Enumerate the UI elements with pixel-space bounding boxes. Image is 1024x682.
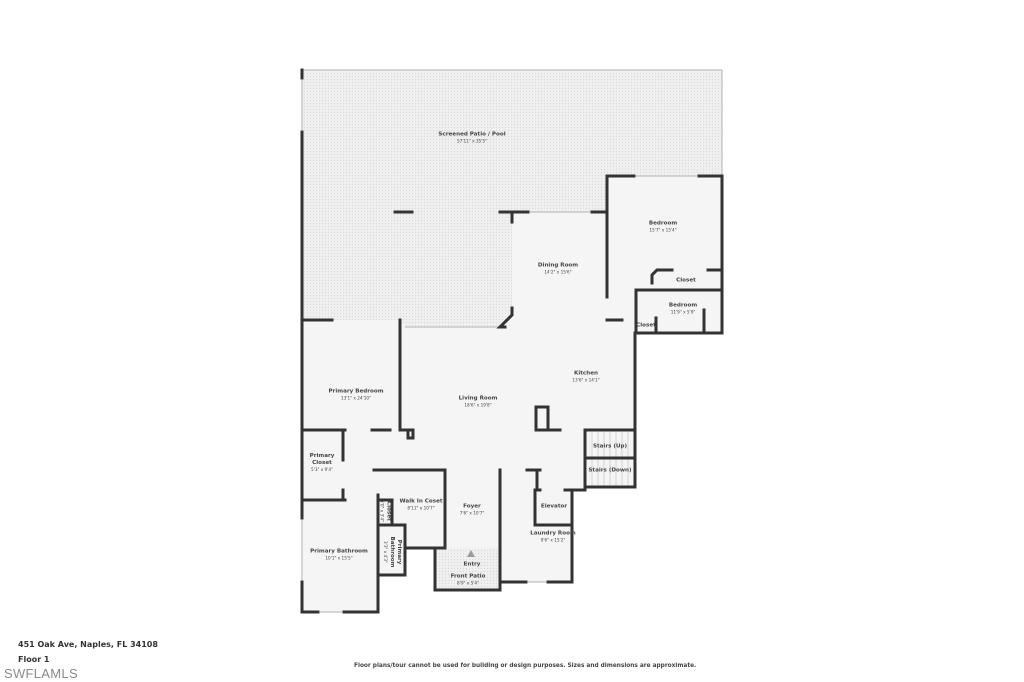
room-dims: 10'1" x 15'5" [325, 555, 353, 561]
room-name: Screened Patio / Pool [438, 131, 506, 138]
room-dims: 5'0" x 3'4" [379, 500, 385, 522]
room-dims: 11'9" x 5'9" [670, 309, 696, 315]
room-name: Closet [636, 322, 656, 329]
room-name: Stairs (Up) [592, 443, 628, 450]
room-name: Foyer [463, 503, 481, 510]
room-name: Laundry Room [530, 530, 576, 537]
screens-windows [301, 69, 723, 613]
room-name: Walk In Coset [399, 498, 443, 505]
room-dims: 8'9" x 5'4" [457, 580, 479, 586]
room-name: Primary Bedroom [328, 388, 384, 395]
room-name: Closet [385, 501, 392, 521]
address: 451 Oak Ave, Naples, FL 34108 [18, 640, 158, 649]
room-dims: 13'6" x 14'1" [572, 377, 600, 383]
entry-label: Entry [464, 562, 481, 569]
room-name: Living Room [458, 395, 498, 402]
room-stairs-down[interactable]: Stairs (Down) [588, 468, 631, 475]
room-closet: Closet [676, 278, 696, 285]
house-floor [302, 176, 722, 612]
room-name: Closet [676, 277, 696, 284]
room-name: Kitchen [573, 370, 598, 377]
room-dims: 13'1" x 24'10" [341, 395, 371, 401]
floor-label: Floor 1 [18, 655, 50, 664]
room-name: Primary Bathroom [310, 548, 368, 555]
walls [300, 68, 724, 614]
room-closet-2: Closet [636, 323, 656, 330]
room-name: Stairs (Down) [588, 467, 632, 474]
front-patio-floor [435, 548, 500, 590]
room-name: Dining Room [537, 262, 579, 269]
mls-logo: SWFLAMLS [4, 666, 78, 681]
room-stairs-up[interactable]: Stairs (Up) [593, 444, 627, 451]
room-dims: 15'7" x 15'4" [649, 227, 677, 233]
room-dims: 18'6" x 19'8" [464, 402, 492, 408]
entry-text: Entry [463, 561, 481, 568]
room-dims: 8'11" x 10'7" [407, 505, 435, 511]
room-name: Bedroom [648, 220, 678, 227]
room-name: Elevator [540, 503, 568, 510]
room-name: Front Patio [450, 573, 486, 580]
entry-triangle-up-icon [467, 550, 475, 557]
room-dims: 9'6" x 15'2" [540, 537, 566, 543]
room-dims: 7'6" x 10'7" [459, 510, 485, 516]
disclaimer: Floor plans/tour cannot be used for buil… [354, 663, 697, 669]
room-name: Bedroom [668, 302, 698, 309]
screened-patio-floor [302, 70, 722, 327]
room-dims: 14'2" x 15'6" [544, 269, 572, 275]
room-name: Primary Closet [309, 453, 335, 466]
room-dims: 57'11" x 35'5" [457, 138, 487, 144]
room-elevator: Elevator [541, 504, 567, 511]
room-name: Primary Bathroom [389, 536, 402, 568]
room-dims: 5'3" x 9'4" [311, 467, 333, 472]
